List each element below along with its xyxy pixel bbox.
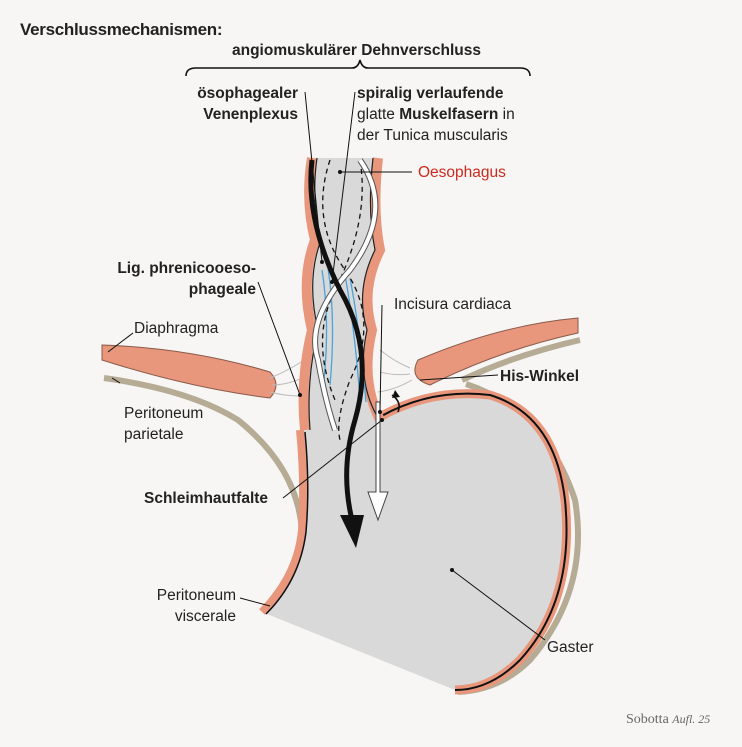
white-spiral-band-fill bbox=[313, 158, 378, 431]
label-pp-line2: parietale bbox=[124, 426, 184, 443]
black-spiral-arrow bbox=[308, 159, 365, 521]
gaster-left-wall bbox=[259, 429, 308, 615]
label-spiral-line2: glatte Muskelfasern in bbox=[357, 104, 515, 125]
black-arrowhead bbox=[340, 515, 364, 548]
diaphragma-left bbox=[101, 344, 277, 399]
label-spiral-line3: der Tunica muscularis bbox=[357, 127, 508, 144]
spiral-line2-bold: Muskelfasern bbox=[399, 106, 499, 123]
label-spiral-fibres: spiralig verlaufende glatte Muskelfasern… bbox=[357, 83, 515, 146]
credit: Sobotta Aufl. 25 bbox=[626, 709, 710, 730]
label-pv-line1: Peritoneum bbox=[156, 587, 236, 604]
brace bbox=[185, 59, 531, 77]
label-incisura-cardiaca: Incisura cardiaca bbox=[394, 296, 512, 313]
label-his-winkel: His-Winkel bbox=[500, 368, 580, 385]
label-venenplexus: ösophagealer Venenplexus bbox=[170, 83, 298, 125]
credit-name: Sobotta bbox=[626, 712, 669, 727]
gaster-left-line bbox=[265, 431, 309, 615]
leader-dots bbox=[298, 170, 454, 572]
label-venenplexus-line2: Venenplexus bbox=[203, 106, 298, 123]
label-peritoneum-parietale: Peritoneum parietale bbox=[124, 403, 203, 445]
peritoneum-right-band bbox=[460, 337, 581, 383]
gaster-body bbox=[262, 393, 567, 690]
brace-label: angiomuskulärer Dehnverschluss bbox=[232, 42, 481, 59]
label-oesophagus: Oesophagus bbox=[418, 164, 506, 181]
label-gaster: Gaster bbox=[547, 639, 594, 656]
leader-lines bbox=[107, 91, 546, 641]
label-schleimhautfalte: Schleimhautfalte bbox=[144, 490, 269, 507]
spiral-muscle-fibres bbox=[321, 159, 365, 441]
spiral-line2-end: in bbox=[498, 106, 515, 123]
gaster-wall-line bbox=[377, 392, 568, 691]
spiral-line2-normal: glatte bbox=[357, 106, 400, 123]
label-lig-phrenicooesophageale: Lig. phrenicooeso- phageale bbox=[90, 258, 256, 300]
label-peritoneum-viscerale: Peritoneum viscerale bbox=[130, 585, 236, 627]
label-diaphragma: Diaphragma bbox=[134, 320, 219, 337]
label-lig-line1: Lig. phrenicooeso- bbox=[117, 260, 256, 277]
oesophagus-left-line bbox=[308, 157, 322, 431]
label-spiral-line1: spiralig verlaufende bbox=[357, 85, 504, 102]
label-pv-line2: viscerale bbox=[174, 608, 236, 625]
vein-plexus bbox=[321, 267, 367, 403]
credit-edition: Aufl. 25 bbox=[672, 712, 711, 726]
diagram-title: Verschlussmechanismen: bbox=[20, 20, 223, 39]
label-pp-line1: Peritoneum bbox=[124, 405, 204, 422]
oesophagus-left-wall bbox=[298, 157, 321, 431]
label-venenplexus-line1: ösophagealer bbox=[197, 85, 298, 102]
label-lig-line2: phageale bbox=[188, 281, 256, 298]
his-arrowhead bbox=[392, 390, 400, 398]
white-down-arrow bbox=[367, 401, 389, 522]
